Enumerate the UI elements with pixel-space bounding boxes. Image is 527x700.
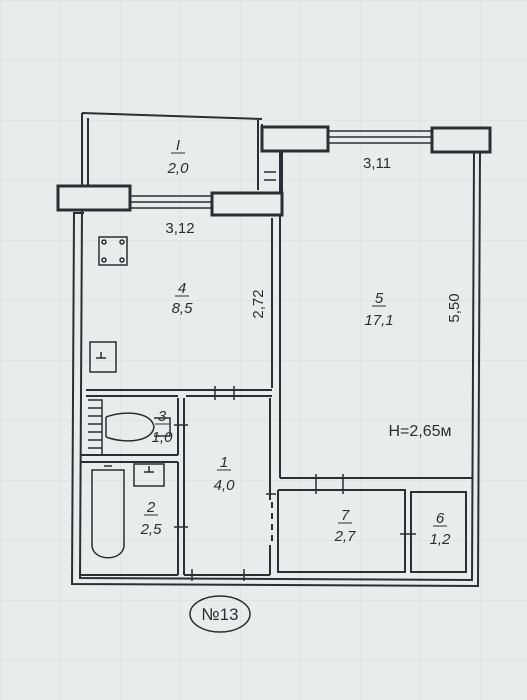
dimension-room-wall: 5,50 — [446, 293, 463, 322]
dimension-left-window: 3,12 — [165, 220, 194, 237]
wall-closet-7 — [277, 489, 406, 573]
room-area-5: 17,1 — [364, 312, 393, 329]
door-markers — [174, 171, 416, 581]
room-number-6: 6 — [436, 510, 445, 527]
room-number-7: 7 — [341, 507, 350, 524]
room-area-I: 2,0 — [167, 160, 190, 177]
apartment-number: №13 — [201, 605, 238, 624]
room-area-4: 8,5 — [172, 300, 194, 317]
room-number-1: 1 — [220, 454, 228, 471]
dimension-labels: 3,11 3,12 2,72 5,50 H=2,65м — [165, 155, 463, 440]
room-area-1: 4,0 — [214, 477, 236, 494]
room-area-2: 2,5 — [140, 521, 163, 538]
bath-sink-icon — [133, 463, 165, 487]
ceiling-height-label: H=2,65м — [388, 423, 451, 440]
window-top-right-block — [430, 126, 492, 154]
dimension-top-window: 3,11 — [363, 155, 391, 172]
sink-icon — [89, 341, 117, 373]
room-number-5: 5 — [375, 290, 384, 307]
window-left-block — [56, 184, 132, 212]
windows — [56, 125, 492, 217]
window-top-left-block — [260, 125, 330, 153]
room-labels: I 2,0 4 8,5 5 17,1 3 1,0 1 4,0 2 2,5 7 2… — [140, 137, 452, 548]
wall-closet-6 — [410, 491, 467, 573]
apartment-number-stamp: №13 — [189, 595, 251, 633]
bathtub-icon — [91, 469, 125, 559]
dimension-kitchen-wall: 2,72 — [250, 289, 267, 318]
room-area-7: 2,7 — [334, 528, 357, 545]
room-number-3: 3 — [158, 408, 167, 425]
wall-toilet — [80, 398, 179, 463]
radiator-icon — [88, 399, 103, 454]
room-number-2: 2 — [146, 499, 156, 516]
room-area-3: 1,0 — [152, 429, 174, 446]
room-number-I: I — [176, 137, 180, 154]
stove-icon — [98, 236, 128, 266]
wall-bath — [80, 462, 179, 576]
room-area-6: 1,2 — [430, 531, 452, 548]
toilet-icon — [105, 412, 155, 442]
window-left-right-block — [210, 191, 284, 217]
room-number-4: 4 — [178, 280, 186, 297]
wall-kitchen-bottom — [86, 389, 272, 397]
fixtures — [88, 236, 171, 559]
